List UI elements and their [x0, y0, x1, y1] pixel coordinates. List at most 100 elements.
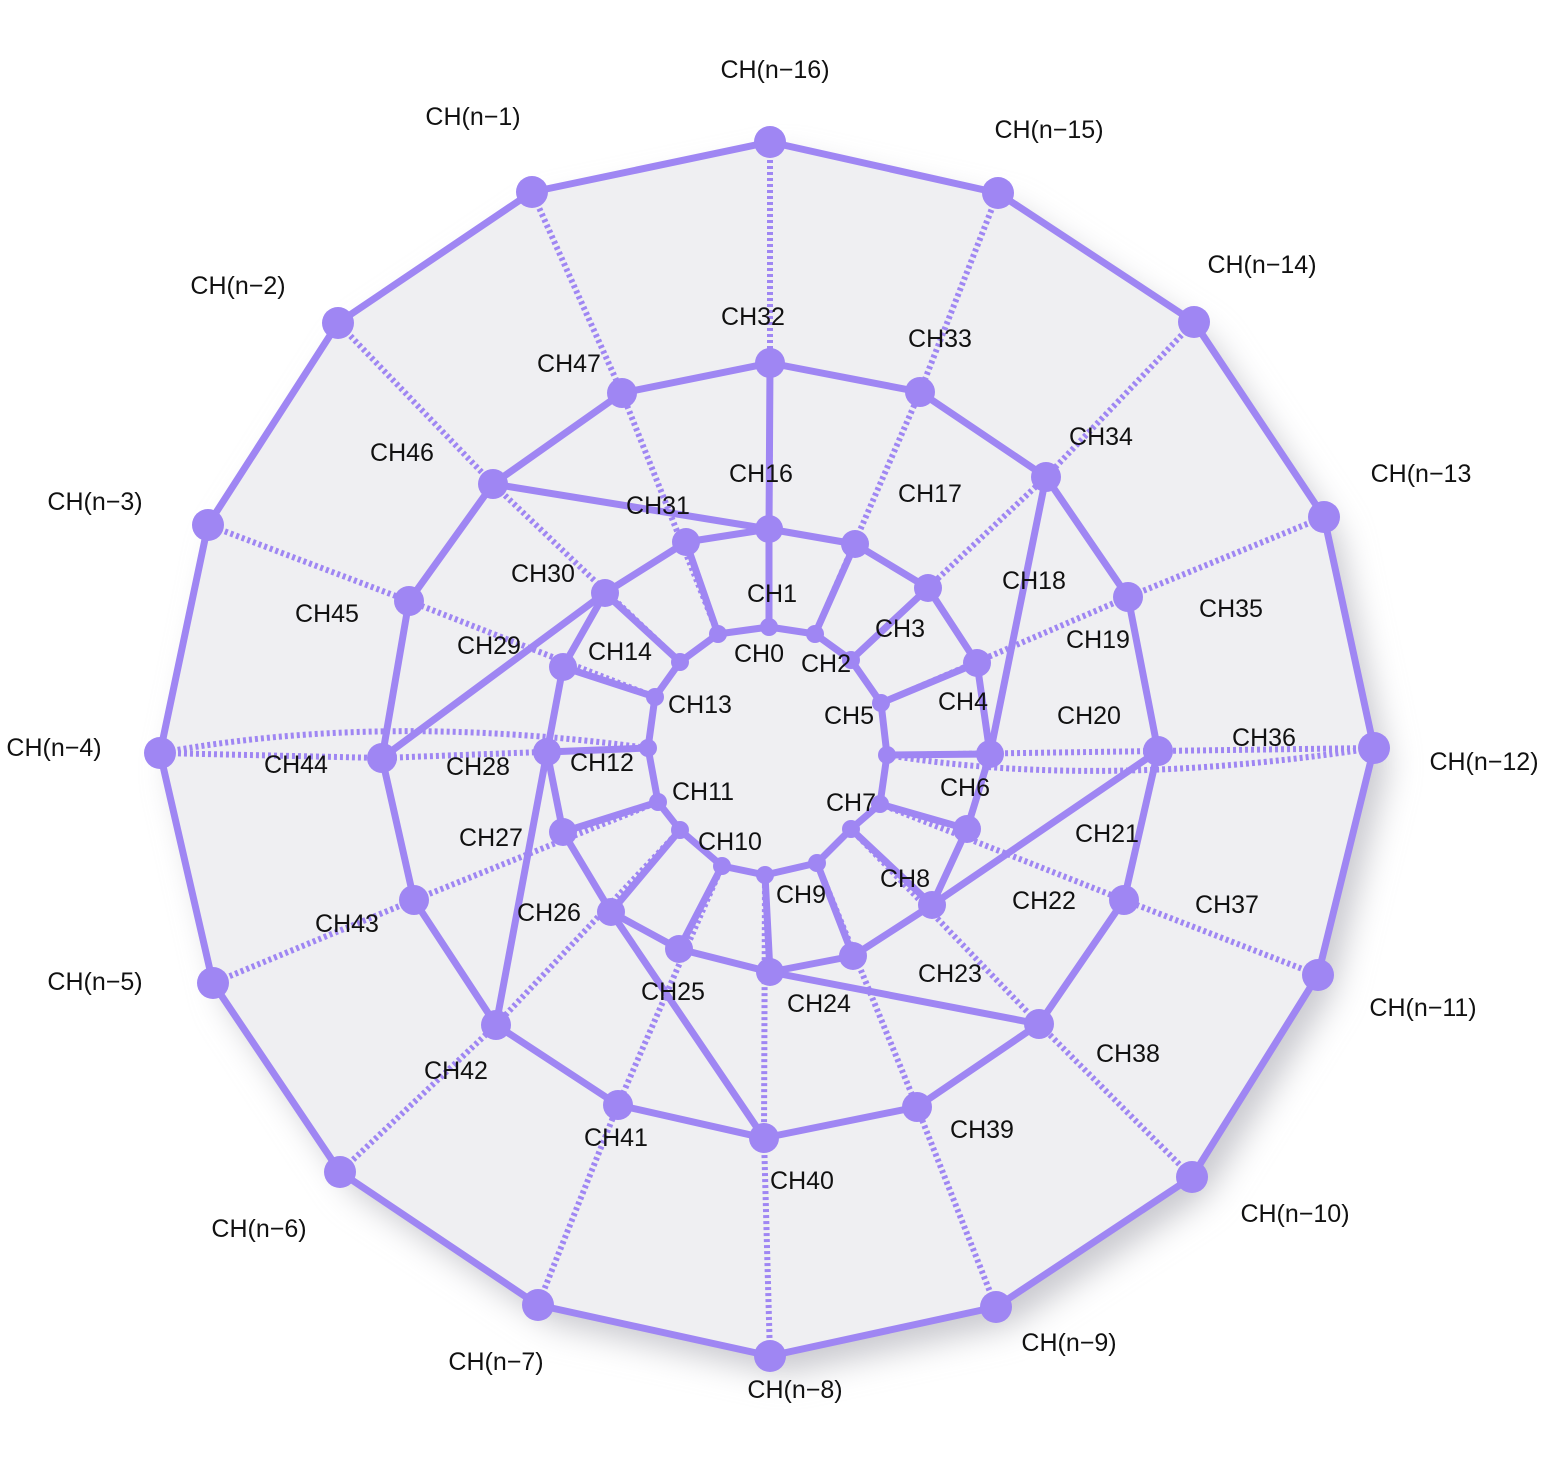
spoke-inner: [813, 859, 857, 960]
label-ch32: CH32: [721, 303, 785, 331]
ring1-node: [649, 793, 667, 811]
spoke-inner: [847, 825, 936, 909]
label-ch18: CH18: [1002, 567, 1066, 595]
ring2-node: [918, 891, 946, 919]
label-ch7: CH7: [826, 789, 876, 817]
ring1-node: [760, 618, 778, 636]
ring3-node: [607, 378, 637, 408]
label-ch-n-16: CH(n−16): [720, 56, 829, 84]
ring3-node: [1113, 582, 1143, 612]
label-ch-n-2: CH(n−2): [190, 272, 285, 300]
ring2-node: [953, 815, 981, 843]
label-ch-n-13: CH(n−13: [1371, 460, 1472, 488]
outer-node: [197, 967, 229, 999]
ring2-node: [672, 528, 700, 556]
label-ch11: CH11: [672, 778, 734, 806]
label-ch1: CH1: [747, 580, 797, 608]
spoke-inner: [811, 540, 859, 638]
label-ch-n-9: CH(n−9): [1021, 1329, 1116, 1357]
ring1-node: [872, 694, 890, 712]
outer-node: [324, 1156, 356, 1188]
label-ch39: CH39: [950, 1116, 1014, 1144]
label-ch20: CH20: [1057, 702, 1121, 730]
spoke-inner: [543, 744, 652, 756]
label-ch37: CH37: [1195, 891, 1259, 919]
label-ch43: CH43: [315, 910, 379, 938]
outer-node: [322, 307, 354, 339]
spoke-inner: [601, 589, 684, 666]
label-ch34: CH34: [1069, 423, 1133, 451]
label-ch21: CH21: [1075, 820, 1139, 848]
label-ch5: CH5: [824, 702, 874, 730]
dotted-curve-right: [886, 745, 1375, 774]
ring1-node: [671, 653, 689, 671]
label-ch33: CH33: [908, 325, 972, 353]
label-ch40: CH40: [770, 1167, 834, 1195]
label-ch22: CH22: [1012, 887, 1076, 915]
label-ch27: CH27: [459, 824, 523, 852]
outer-node: [980, 1291, 1012, 1323]
ring3-node: [478, 469, 508, 499]
outer-node: [1308, 501, 1340, 533]
label-ch23: CH23: [918, 960, 982, 988]
label-ch45: CH45: [295, 600, 359, 628]
label-ch6: CH6: [940, 774, 990, 802]
ring2-node: [533, 738, 561, 766]
spoke-inner: [675, 862, 726, 953]
label-ch29: CH29: [457, 632, 521, 660]
label-ch-n-8: CH(n−8): [747, 1376, 842, 1404]
ring1-node: [871, 795, 889, 813]
label-ch14: CH14: [588, 638, 652, 666]
spoke-inner: [847, 584, 932, 664]
outer-node: [1358, 732, 1390, 764]
spoke-middle: [928, 747, 1162, 909]
label-ch26: CH26: [517, 899, 581, 927]
label-ch10: CH10: [698, 828, 762, 856]
label-ch19: CH19: [1066, 626, 1130, 654]
outer-node: [982, 177, 1014, 209]
label-ch41: CH41: [584, 1124, 648, 1152]
ring3-node: [905, 377, 935, 407]
spoke-inner: [682, 538, 722, 638]
spoke-inner: [876, 800, 971, 833]
label-ch28: CH28: [446, 753, 510, 781]
ring2-node: [963, 649, 991, 677]
ring3-node: [755, 348, 785, 378]
ring3-node: [749, 1123, 779, 1153]
spoke-inner: [607, 826, 684, 916]
outer-node: [144, 737, 176, 769]
ring2-node: [549, 653, 577, 681]
label-ch-n-1: CH(n−1): [425, 103, 520, 131]
label-ch-n-10: CH(n−10): [1240, 1200, 1349, 1228]
dotted-curve-left: [159, 728, 649, 756]
label-ch25: CH25: [641, 978, 705, 1006]
ring2-node: [591, 579, 619, 607]
ring1-node: [639, 739, 657, 757]
ring2-node: [914, 574, 942, 602]
outer-node: [754, 126, 786, 158]
label-ch24: CH24: [787, 990, 851, 1018]
ring1-node: [756, 866, 774, 884]
label-ch3: CH3: [875, 615, 925, 643]
outer-node: [1176, 1161, 1208, 1193]
label-ch-n-14: CH(n−14): [1207, 251, 1316, 279]
label-ch42: CH42: [424, 1057, 488, 1085]
ring1-node: [671, 821, 689, 839]
ring1-node: [806, 625, 824, 643]
ring2-node: [839, 942, 867, 970]
outer-node: [754, 1340, 786, 1372]
ring1-node: [842, 651, 860, 669]
ring2-node: [665, 935, 693, 963]
ring1-node: [713, 857, 731, 875]
spoke-inner: [877, 659, 981, 707]
ring1-node: [878, 746, 896, 764]
diagram-background: [160, 142, 1374, 1356]
label-ch35: CH35: [1199, 595, 1263, 623]
outer-node: [522, 1289, 554, 1321]
outer-node: [1178, 306, 1210, 338]
spoke-middle: [607, 908, 768, 1142]
outer-node: [192, 509, 224, 541]
label-ch44: CH44: [264, 751, 328, 779]
ring3-node: [481, 1010, 511, 1040]
